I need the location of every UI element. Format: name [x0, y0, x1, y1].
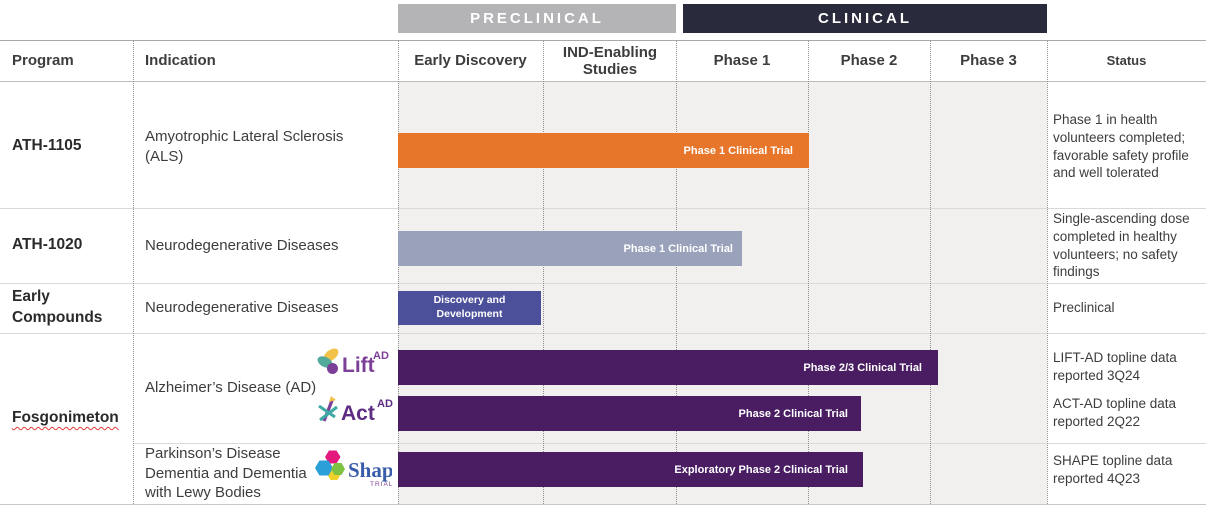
act-ad-logo-icon: Act AD [318, 396, 393, 425]
bar-ath-1020-phase1: Phase 1 Clinical Trial [398, 231, 742, 266]
bar-label: Phase 2 Clinical Trial [738, 407, 848, 420]
indication-neurodegenerative-2: Neurodegenerative Diseases [145, 299, 339, 317]
svg-text:TRIAL: TRIAL [370, 481, 392, 488]
column-header-phase1: Phase 1 [713, 52, 771, 70]
svg-text:Act: Act [341, 402, 375, 425]
shape-logo: Shape TRIAL [310, 446, 403, 499]
bar-label: Phase 2/3 Clinical Trial [803, 361, 922, 374]
svg-text:AD: AD [373, 350, 389, 362]
divider-column [676, 41, 677, 504]
divider-row [133, 443, 1206, 444]
divider-column [1047, 41, 1048, 504]
status-shape: SHAPE topline data reported 4Q23 [1053, 453, 1173, 486]
program-fosgonimeton-label: Fosgonimeton [12, 409, 119, 427]
preclinical-banner: PRECLINICAL [398, 4, 676, 33]
divider-row [0, 208, 1206, 209]
divider-column [930, 41, 931, 504]
column-header-program: Program [12, 52, 74, 70]
bar-label: Exploratory Phase 2 Clinical Trial [674, 463, 848, 476]
lift-ad-logo-icon: Lift AD [317, 348, 389, 377]
bar-label: Phase 1 Clinical Trial [623, 242, 733, 255]
bar-fosgonimeton-shape: Exploratory Phase 2 Clinical Trial [398, 452, 863, 487]
shape-logo-icon: Shape TRIAL [315, 450, 403, 488]
divider-table-bottom [0, 504, 1206, 505]
bar-label: Phase 1 Clinical Trial [683, 144, 793, 157]
clinical-banner: CLINICAL [683, 4, 1047, 33]
act-ad-logo: Act AD [318, 391, 394, 432]
indication-neurodegenerative-1: Neurodegenerative Diseases [145, 236, 339, 254]
program-early-compounds: Early Compounds [12, 288, 103, 326]
lift-ad-logo: Lift AD [316, 344, 394, 385]
program-ath-1020: ATH-1020 [12, 236, 83, 254]
program-fosgonimeton: Fosgonimeton [12, 333, 119, 504]
divider-header-top [0, 40, 1206, 41]
bar-fosgonimeton-lift-ad: Phase 2/3 Clinical Trial [398, 350, 938, 385]
column-header-ind-enabling: IND-Enabling Studies [562, 43, 658, 78]
divider-column [543, 41, 544, 504]
svg-text:AD: AD [377, 398, 393, 410]
svg-text:Lift: Lift [342, 354, 375, 377]
bar-early-compounds-discovery: Discovery and Development [398, 291, 541, 325]
indication-als: Amyotrophic Lateral Sclerosis (ALS) [145, 128, 344, 165]
column-header-phase2: Phase 2 [840, 52, 898, 70]
status-ath-1105: Phase 1 in health volunteers completed; … [1053, 112, 1189, 181]
svg-text:Shape: Shape [348, 458, 392, 482]
divider-header-bottom [0, 81, 1206, 82]
bar-label: Discovery and Development [433, 294, 506, 320]
column-header-phase3: Phase 3 [960, 52, 1017, 70]
divider-column [398, 41, 399, 504]
program-ath-1105: ATH-1105 [12, 137, 82, 155]
divider-column [808, 41, 809, 504]
divider-row [0, 283, 1206, 284]
status-lift-ad: LIFT-AD topline data reported 3Q24 [1053, 350, 1177, 383]
status-ath-1020: Single-ascending dose completed in healt… [1053, 211, 1190, 280]
bar-ath-1105-phase1: Phase 1 Clinical Trial [398, 133, 809, 168]
column-header-early-discovery: Early Discovery [414, 52, 527, 70]
divider-row [0, 333, 1206, 334]
column-header-indication: Indication [145, 52, 216, 70]
bar-fosgonimeton-act-ad: Phase 2 Clinical Trial [398, 396, 861, 431]
status-act-ad: ACT-AD topline data reported 2Q22 [1053, 396, 1177, 429]
status-early-compounds: Preclinical [1053, 300, 1115, 316]
divider-column [133, 41, 134, 504]
indication-parkinsons-dlb: Parkinson’s Disease Dementia and Dementi… [145, 445, 307, 502]
indication-alzheimers: Alzheimer’s Disease (AD) [145, 379, 317, 397]
column-header-status: Status [1106, 52, 1147, 68]
